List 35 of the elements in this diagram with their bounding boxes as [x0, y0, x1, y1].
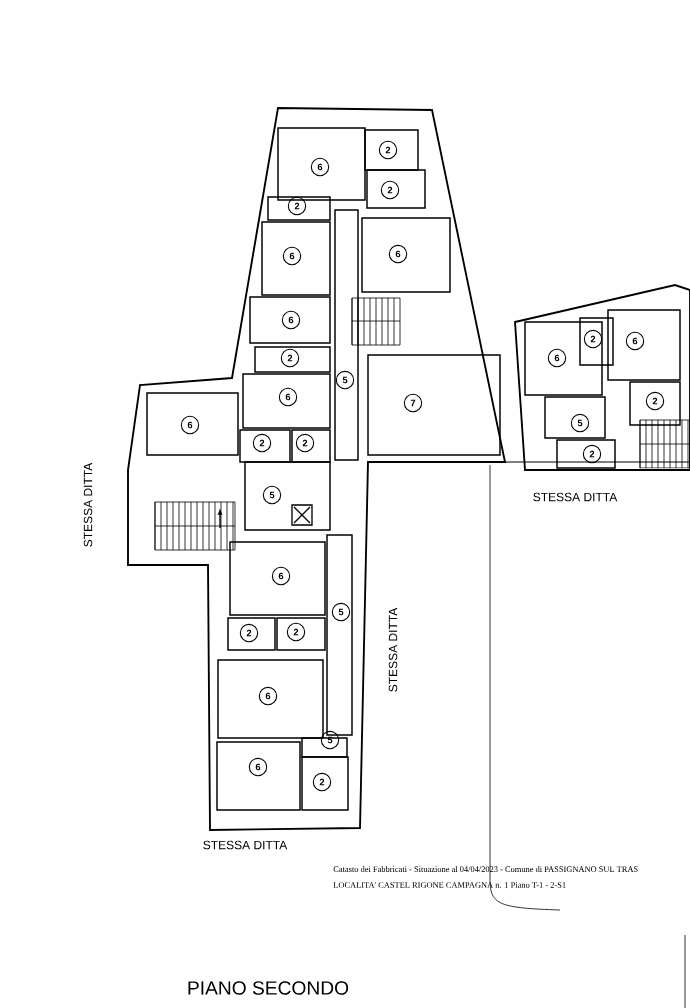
neighbour-label: STESSA DITTA [388, 607, 398, 692]
room: 2 [276, 617, 326, 651]
room: 5 [326, 534, 353, 736]
room: 6 [361, 217, 451, 293]
room: 6 [249, 296, 331, 344]
room: 2 [579, 317, 614, 366]
neighbour-label: STESSA DITTA [203, 840, 288, 850]
room: 2 [254, 346, 331, 373]
room: 5 [301, 730, 348, 758]
room: 6 [229, 541, 326, 616]
footer-text: LOCALITA' CASTEL RIGONE CAMPAGNA n. 1 Piano T-1 - 2-S1 [333, 882, 566, 888]
room: 5 [334, 209, 359, 461]
room: 5 [244, 461, 331, 531]
room: 6 [242, 373, 331, 429]
room: 6 [277, 127, 366, 201]
room: 2 [366, 169, 426, 209]
room: 2 [556, 439, 616, 469]
neighbour-label: STESSA DITTA [83, 462, 93, 547]
room: 2 [629, 381, 681, 426]
room: 2 [239, 429, 291, 463]
room: 2 [291, 429, 331, 463]
room: 6 [217, 659, 324, 739]
room: 6 [607, 309, 681, 381]
room: 2 [227, 617, 276, 651]
footer-text: Catasto dei Fabbricati - Situazione al 04/04/2023 - Comune di PASSIGNANO SUL TRAS [333, 866, 638, 872]
title: PIANO SECONDO [188, 981, 349, 995]
room: 2 [364, 129, 419, 171]
room: 2 [267, 196, 331, 221]
room: 2 [301, 756, 349, 811]
neighbour-label: STESSA DITTA [533, 492, 618, 502]
room: 6 [261, 221, 331, 296]
room: 6 [216, 741, 301, 811]
room: 6 [146, 392, 239, 456]
room: 5 [544, 396, 606, 439]
room: 7 [367, 354, 501, 456]
